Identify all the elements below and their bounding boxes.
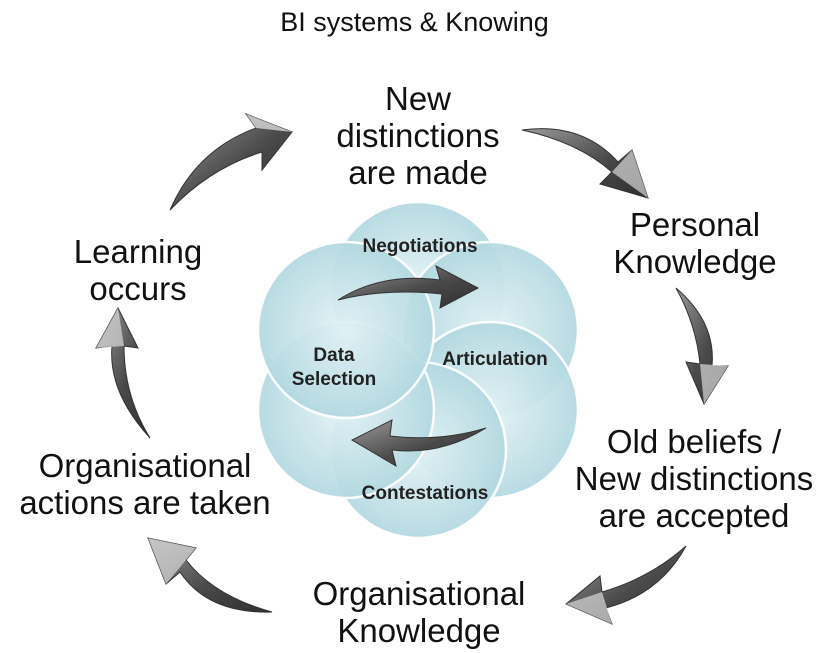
stage-line: distinctions [336, 117, 500, 154]
stage-line: Knowledge [613, 243, 777, 280]
stage-line: Organisational [312, 575, 526, 612]
cycle-arrow-top-left-icon [169, 112, 293, 211]
cycle-arrow-bottom-left-icon [147, 537, 273, 613]
inner-label-articulation: Articulation [420, 348, 570, 372]
stage-new-distinctions: New distinctions are made [318, 80, 518, 191]
stage-line: Personal [629, 206, 761, 243]
stage-line: Old beliefs / [606, 423, 782, 460]
inner-label-line: Selection [291, 369, 377, 390]
inner-arrow-left-icon [350, 419, 487, 468]
stage-personal-knowledge: Personal Knowledge [590, 206, 800, 280]
stage-line: New [384, 80, 452, 117]
stage-line: Learning [73, 233, 203, 270]
cycle-arrow-right-icon [675, 287, 729, 406]
stage-organisational-actions: Organisational actions are taken [6, 447, 284, 521]
stage-line: are made [348, 154, 488, 191]
cycle-arrow-bottom-right-icon [565, 545, 687, 625]
stage-line: Knowledge [337, 612, 501, 649]
stage-line: are accepted [598, 497, 790, 534]
stage-line: New distinctions [574, 460, 814, 497]
stage-organisational-knowledge: Organisational Knowledge [284, 575, 554, 649]
cycle-arrow-left-icon [95, 306, 151, 439]
stage-line: occurs [89, 270, 187, 307]
inner-label-line: Contestations [361, 483, 489, 504]
inner-label-line: Articulation [442, 349, 548, 370]
inner-label-negotiations: Negotiations [330, 235, 510, 259]
stage-line: actions are taken [19, 484, 271, 521]
inner-label-line: Data [313, 345, 355, 366]
inner-label-line: Negotiations [362, 236, 478, 257]
inner-arrow-right-icon [337, 265, 480, 309]
inner-label-contestations: Contestations [340, 482, 510, 506]
inner-label-data-selection: Data Selection [264, 344, 404, 392]
stage-learning-occurs: Learning occurs [48, 233, 228, 307]
stage-line: Organisational [38, 447, 252, 484]
stage-old-beliefs: Old beliefs / New distinctions are accep… [560, 423, 828, 534]
cycle-arrow-top-right-icon [521, 128, 649, 199]
diagram-title: BI systems & Knowing [280, 7, 549, 37]
